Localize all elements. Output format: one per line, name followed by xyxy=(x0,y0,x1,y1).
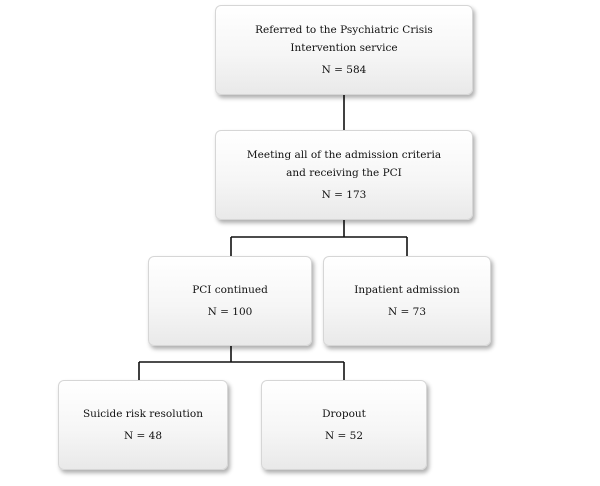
suicide-risk-resolution-box: Suicide risk resolution N = 48 xyxy=(58,380,228,470)
pci-continued-label: PCI continued xyxy=(192,284,268,296)
referred-count: N = 584 xyxy=(321,64,367,76)
referred-label-line2: Intervention service xyxy=(290,42,398,54)
admission-criteria-label-line1: Meeting all of the admission criteria xyxy=(246,149,442,161)
admission-criteria-label-line2: and receiving the PCI xyxy=(286,167,402,179)
inpatient-admission-count: N = 73 xyxy=(387,306,427,318)
pci-continued-count: N = 100 xyxy=(207,306,253,318)
suicide-risk-resolution-count: N = 48 xyxy=(123,430,163,442)
suicide-risk-resolution-label: Suicide risk resolution xyxy=(82,408,204,420)
inpatient-admission-box: Inpatient admission N = 73 xyxy=(323,256,491,346)
referred-box: Referred to the Psychiatric Crisis Inter… xyxy=(215,5,473,95)
dropout-label: Dropout xyxy=(322,408,366,420)
dropout-count: N = 52 xyxy=(324,430,364,442)
inpatient-admission-label: Inpatient admission xyxy=(354,284,460,296)
dropout-box: Dropout N = 52 xyxy=(261,380,427,470)
admission-criteria-count: N = 173 xyxy=(321,189,367,201)
admission-criteria-box: Meeting all of the admission criteria an… xyxy=(215,130,473,220)
pci-continued-box: PCI continued N = 100 xyxy=(148,256,312,346)
referred-label-line1: Referred to the Psychiatric Crisis xyxy=(255,24,433,36)
